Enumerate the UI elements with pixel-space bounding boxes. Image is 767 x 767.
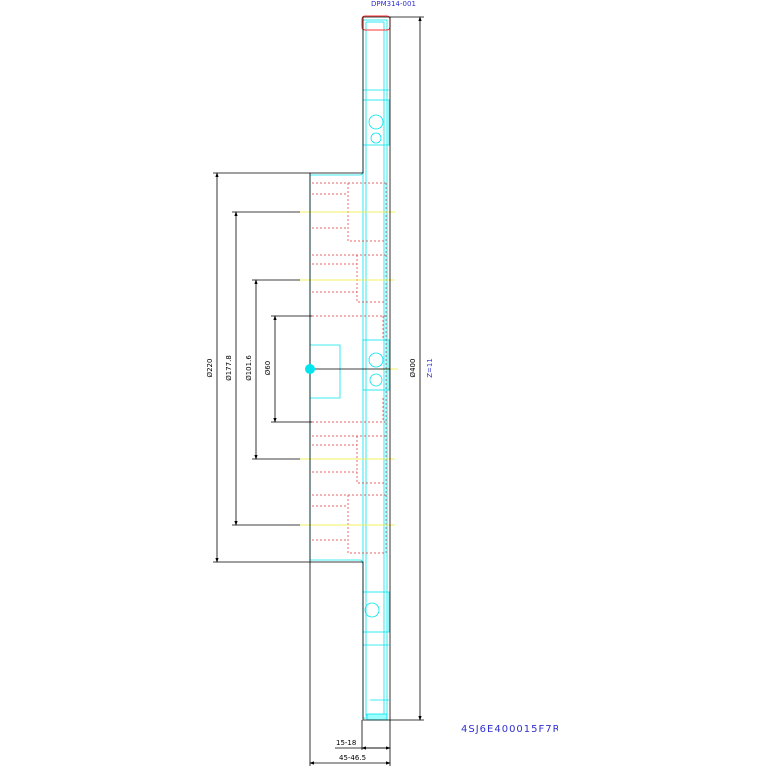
teeth-count: Z=11 (426, 358, 434, 378)
model-code: 4SJ6E400015F7R0( (461, 724, 558, 735)
dim-d177: Ø177.8 (225, 355, 233, 381)
center-mark-icon (305, 364, 315, 374)
dim-d60: Ø60 (264, 360, 272, 376)
part-number: DPM314-001 (371, 0, 416, 8)
dim-width-small: 15-18 (336, 739, 357, 747)
part-cyan-outline (309, 19, 390, 721)
hidden-teeth-lines (312, 182, 387, 554)
dim-width-total: 45-46.5 (339, 754, 367, 762)
part-outline (213, 16, 424, 766)
dim-d220: Ø220 (206, 358, 214, 378)
dim-d400: Ø400 (409, 358, 417, 378)
dim-d101: Ø101.6 (245, 355, 253, 381)
